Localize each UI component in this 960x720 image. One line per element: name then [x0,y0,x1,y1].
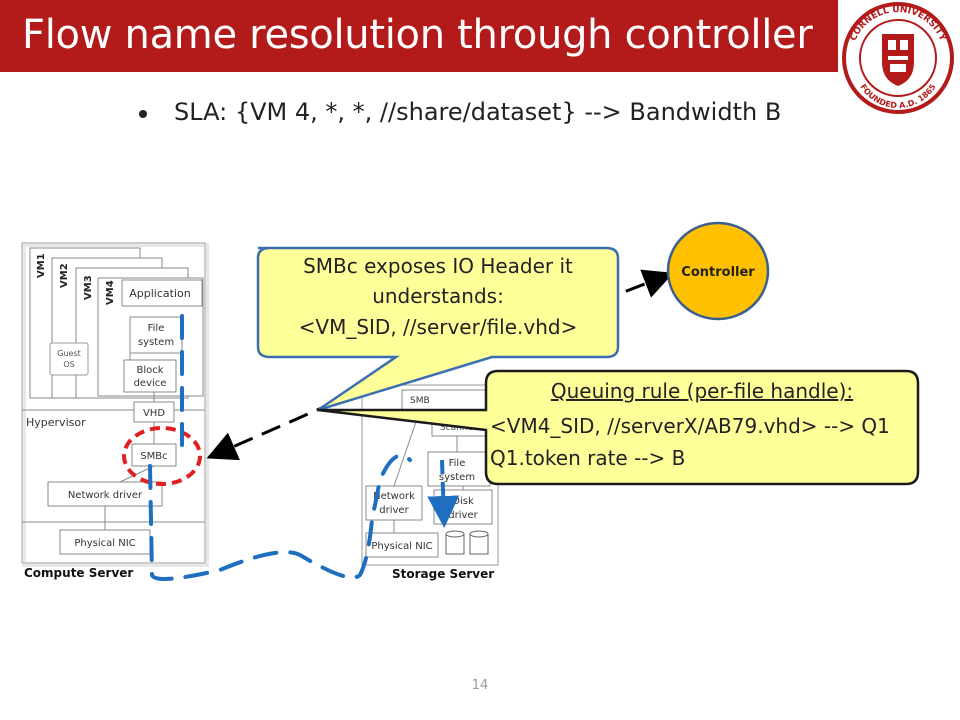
slide-title: Flow name resolution through controller [22,12,813,58]
disk-driver-line1: Disk [452,496,474,507]
storage-smb-box: SMB [410,396,430,406]
vm2-label: VM2 [59,263,70,288]
queue-callout-line2: Q1.token rate --> B [490,446,685,470]
physical-nic-box: Physical NIC [74,538,135,549]
block-device-line2: device [134,378,167,389]
storage-physical-nic-box: Physical NIC [371,541,432,552]
controller-node: Controller [666,221,770,321]
disk-cylinders-icon [445,530,489,555]
storage-file-system-line2: system [439,472,475,483]
compute-server-label: Compute Server [24,566,133,580]
bullet-dot [139,110,147,118]
guest-os-line2: OS [63,360,74,369]
storage-server-label: Storage Server [392,567,494,581]
hypervisor-label: Hypervisor [26,416,86,429]
vm3-label: VM3 [83,275,94,300]
queue-callout-line1: <VM4_SID, //serverX/AB79.vhd> --> Q1 [490,414,890,438]
smbc-box: SMBc [140,451,167,462]
page-number: 14 [471,678,489,693]
smbc-callout-line2: understands: [372,284,504,308]
smbc-callout: SMBc exposes IO Header it understands: <… [256,246,620,412]
storage-network-driver-line2: driver [379,505,409,516]
sla-text: SLA: {VM 4, *, *, //share/dataset} --> B… [174,98,782,126]
vm4-label: VM4 [105,280,116,305]
storage-file-system-line1: File [449,458,466,469]
io-flow-path [148,314,412,581]
controller-label: Controller [681,265,755,280]
file-system-line1: File [148,323,165,334]
storage-network-driver-line1: Network [373,491,415,502]
compute-server: VM1 VM2 VM3 VM4 Guest OS Application Fil… [21,242,209,567]
scanner-box: Scanner [440,423,477,433]
file-system-line2: system [138,337,174,348]
io-flow-arrow [427,459,460,528]
vm1-label: VM1 [36,253,47,278]
disk-driver-line2: driver [448,510,478,521]
guest-os-line1: Guest [57,349,81,358]
title-bar [0,0,838,72]
smbc-highlight-ellipse [122,426,202,486]
application-box: Application [129,287,190,300]
vhd-box: VHD [143,408,165,419]
smbc-callout-line1: SMBc exposes IO Header it [303,254,573,278]
network-driver-box: Network driver [68,490,143,501]
cornell-seal-logo: CORNELL UNIVERSITY FOUNDED A.D. 1865 [838,0,960,118]
smbc-callout-line3: <VM_SID, //server/file.vhd> [299,315,578,339]
block-device-line1: Block [136,365,163,376]
queue-callout-heading: Queuing rule (per-file handle): [551,379,853,403]
queue-callout: Queuing rule (per-file handle): <VM4_SID… [317,369,920,486]
